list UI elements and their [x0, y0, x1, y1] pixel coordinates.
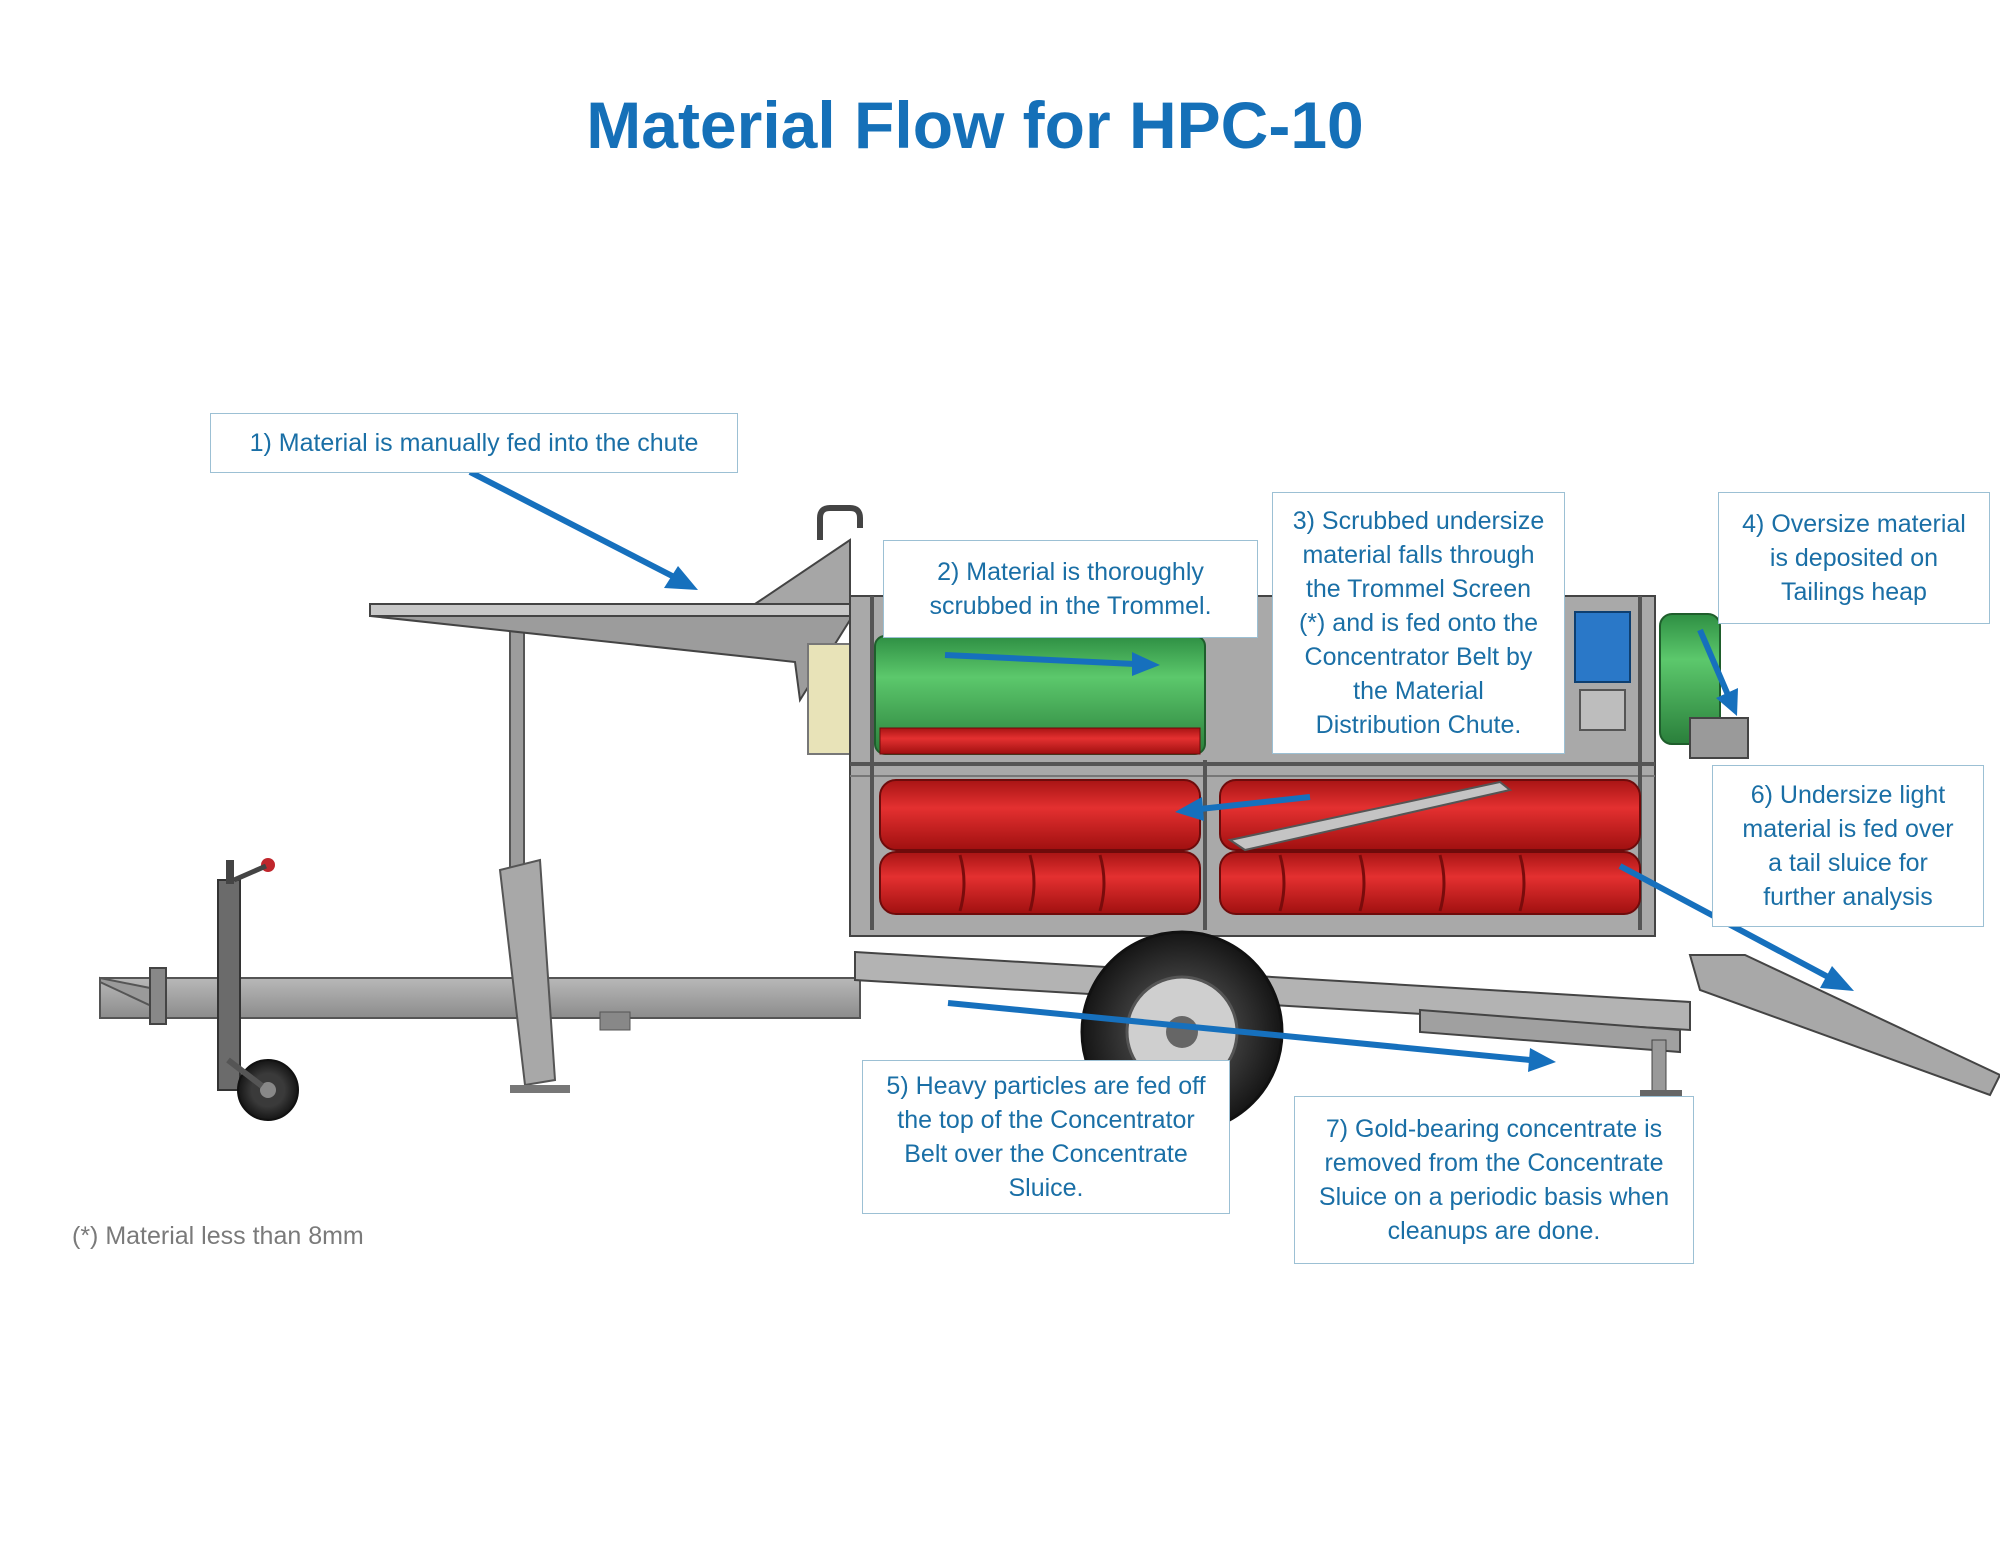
arrow-step-3: [1175, 794, 1311, 821]
arrow-step-1: [468, 469, 698, 590]
callout-step-3: 3) Scrubbed undersize material falls thr…: [1272, 492, 1565, 754]
arrow-step-5: [947, 1000, 1556, 1072]
page-title: Material Flow for HPC-10: [586, 88, 1364, 162]
footnote: (*) Material less than 8mm: [72, 1222, 364, 1250]
callout-step-5: 5) Heavy particles are fed off the top o…: [862, 1060, 1230, 1214]
front-leg: [498, 629, 570, 1093]
callout-step-7: 7) Gold-bearing concentrate is removed f…: [1294, 1096, 1694, 1264]
callout-step-6: 6) Undersize light material is fed over …: [1712, 765, 1984, 927]
oversize-discharge: [1689, 717, 1749, 759]
arrow-step-2: [944, 652, 1160, 676]
drawbar: [99, 967, 861, 1031]
callout-step-4: 4) Oversize material is deposited on Tai…: [1718, 492, 1990, 624]
jockey-wheel: [217, 858, 299, 1121]
callout-step-1: 1) Material is manually fed into the chu…: [210, 413, 738, 473]
tail-sluice: [1688, 954, 2000, 1097]
callout-step-2: 2) Material is thoroughly scrubbed in th…: [883, 540, 1258, 638]
arrow-step-4: [1697, 628, 1738, 716]
